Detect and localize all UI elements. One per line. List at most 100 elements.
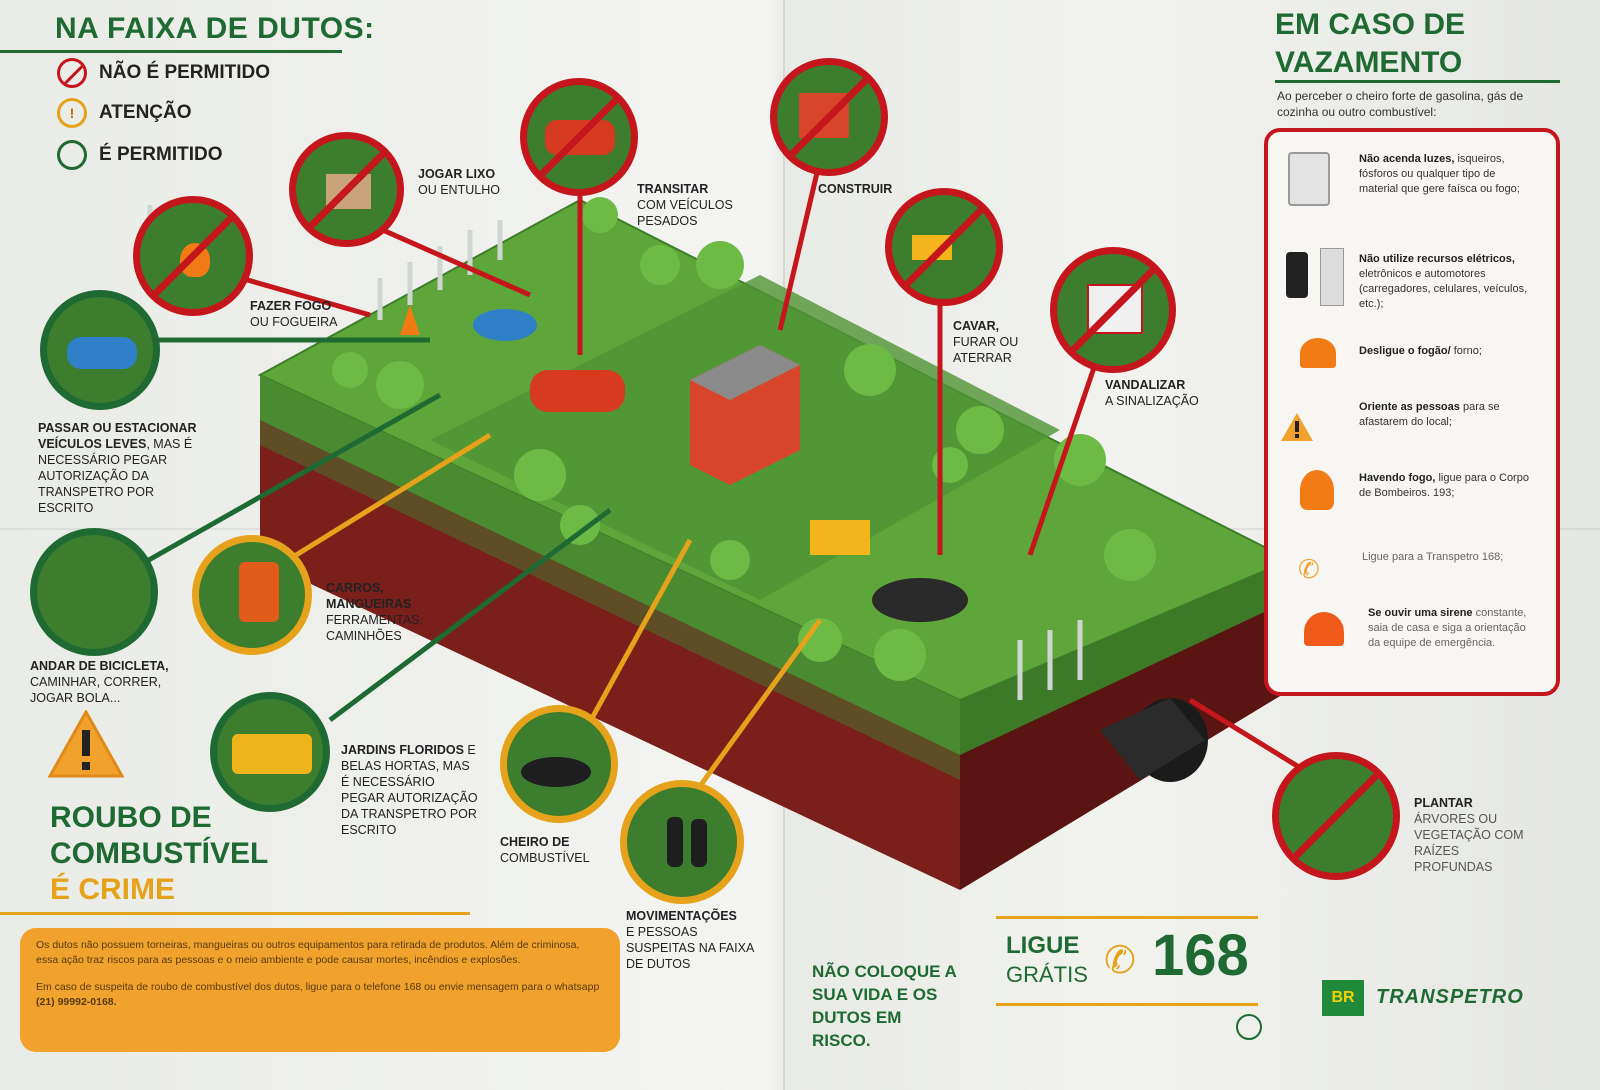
- leak-title-underline: [1275, 80, 1560, 83]
- left-title: NA FAIXA DE DUTOS:: [55, 12, 375, 45]
- label-construct: CONSTRUIR: [818, 182, 893, 196]
- car-icon: [67, 337, 137, 369]
- prohibited-slash: [777, 65, 881, 169]
- warning-icon: !: [57, 98, 87, 128]
- phone-charger-icon: [1286, 252, 1308, 298]
- fire-icon: [1300, 470, 1334, 510]
- barrels-icon: [239, 562, 279, 622]
- tank-truck: [530, 370, 625, 412]
- bubble-cars-hoses: [192, 535, 312, 655]
- crime-title: ROUBO DE COMBUSTÍVEL É CRIME: [50, 800, 268, 908]
- siren-icon: [1304, 612, 1344, 646]
- crime-info-box: Os dutos não possuem torneiras, mangueir…: [20, 928, 620, 1052]
- legend-permitted: É PERMITIDO: [57, 140, 223, 170]
- person-icon: [691, 819, 707, 867]
- bubble-gardens: [210, 692, 330, 812]
- allowed-icon: [57, 140, 87, 170]
- crime-paragraph-1: Os dutos não possuem torneiras, mangueir…: [36, 939, 580, 966]
- crime-line-1: ROUBO DE: [50, 801, 212, 834]
- hotline-frame: [996, 916, 1258, 1006]
- prohibited-slash: [1057, 254, 1169, 366]
- prohibited-slash: [140, 203, 246, 309]
- dig-hole: [872, 578, 968, 622]
- leak-item-1: Não acenda luzes, isqueiros, fósforos ou…: [1359, 153, 1520, 195]
- grass-side-face: [960, 560, 1290, 755]
- bubble-vandalize: [1050, 247, 1176, 373]
- warning-triangle-icon: [48, 710, 124, 778]
- label-gardens: JARDINS FLORIDOS E BELAS HORTAS, MAS É N…: [341, 743, 478, 837]
- leak-item-5: Havendo fogo, ligue para o Corpo de Bomb…: [1359, 472, 1529, 499]
- legend-not-permitted: NÃO É PERMITIDO: [57, 58, 270, 88]
- pipe-body: [1100, 698, 1205, 780]
- stove-icon: [1300, 338, 1336, 368]
- crime-paragraph-2: Em caso de suspeita de roubo de combustí…: [36, 981, 600, 1008]
- oil-stain-icon: [521, 757, 591, 787]
- bubble-heavy-vehicles: [520, 78, 638, 196]
- leak-item-7: Se ouvir uma sirene constante, saia de c…: [1368, 607, 1527, 649]
- person-icon: [667, 817, 683, 867]
- label-light-vehicles: PASSAR OU ESTACIONAR VEÍCULOS LEVES, MAS…: [38, 421, 197, 515]
- legend-label: É PERMITIDO: [99, 144, 223, 165]
- leak-title-line-2: VAZAMENTO: [1275, 46, 1463, 79]
- excavator: [810, 520, 870, 555]
- bubble-dig: [885, 188, 1003, 306]
- light-switch-icon: [1288, 152, 1330, 206]
- bubble-fire: [133, 196, 253, 316]
- transpetro-brand: TRANSPETRO: [1376, 986, 1524, 1008]
- prohibited-icon: [57, 58, 87, 88]
- whatsapp-number: (21) 99992-0168.: [36, 996, 117, 1008]
- ligue-label: LIGUE: [1006, 932, 1080, 959]
- label-dig: CAVAR,FURAR OU ATERRAR: [953, 319, 1019, 365]
- leak-item-3: Desligue o fogão/ forno;: [1359, 345, 1482, 357]
- bonfire: [400, 305, 420, 335]
- pointer-lines: [138, 159, 1322, 802]
- car: [473, 309, 537, 341]
- charger-plug-icon: [1320, 248, 1344, 306]
- house-roof: [690, 345, 800, 400]
- leak-title: EM CASO DE VAZAMENTO: [1275, 6, 1465, 82]
- bubble-plant: [1272, 752, 1400, 880]
- hotline-number[interactable]: 168: [1152, 923, 1249, 988]
- phone-icon: ✆: [1298, 554, 1320, 584]
- crime-line-3: É CRIME: [50, 873, 176, 906]
- prohibited-slash: [296, 139, 397, 240]
- crime-line-2: COMBUSTÍVEL: [50, 837, 269, 870]
- title-underline: [0, 50, 342, 53]
- safety-slogan: NÃO COLOQUE A SUA VIDA E OS DUTOS EM RIS…: [812, 962, 957, 1050]
- bubble-light-vehicles: [40, 290, 160, 410]
- label-bike-walk: ANDAR DE BICICLETA,CAMINHAR, CORRER, JOG…: [30, 659, 169, 705]
- grass-edge: [260, 420, 960, 780]
- gratis-label: GRÁTIS: [1006, 962, 1088, 987]
- legend-label: NÃO É PERMITIDO: [99, 62, 271, 83]
- bubble-fuel-smell: [500, 705, 618, 823]
- people-running-icon: [1281, 413, 1313, 441]
- legend-label: ATENÇÃO: [99, 102, 192, 123]
- phone-icon: ✆: [1104, 940, 1136, 982]
- leak-instructions-panel: [1264, 128, 1560, 696]
- leak-item-4: Oriente as pessoas para se afastarem do …: [1359, 401, 1500, 428]
- bubble-trash: [289, 132, 404, 247]
- prohibited-slash: [892, 195, 996, 299]
- legend-attention: ! ATENÇÃO: [57, 98, 192, 128]
- bubble-suspicious: [620, 780, 744, 904]
- flowers-icon: [232, 734, 312, 774]
- leak-intro: Ao perceber o cheiro forte de gasolina, …: [1277, 89, 1524, 119]
- br-logo: BR: [1322, 980, 1364, 1016]
- leak-item-6: Ligue para a Transpetro 168;: [1362, 551, 1504, 563]
- leak-title-line-1: EM CASO DE: [1275, 8, 1466, 41]
- leak-item-2: Não utilize recursos elétricos, eletrôni…: [1359, 253, 1528, 310]
- prohibited-slash: [527, 85, 631, 189]
- recycle-icon: [1236, 1014, 1262, 1040]
- prohibited-slash: [1279, 759, 1393, 873]
- bubble-bike-walk: [30, 528, 158, 656]
- bubble-construct: [770, 58, 888, 176]
